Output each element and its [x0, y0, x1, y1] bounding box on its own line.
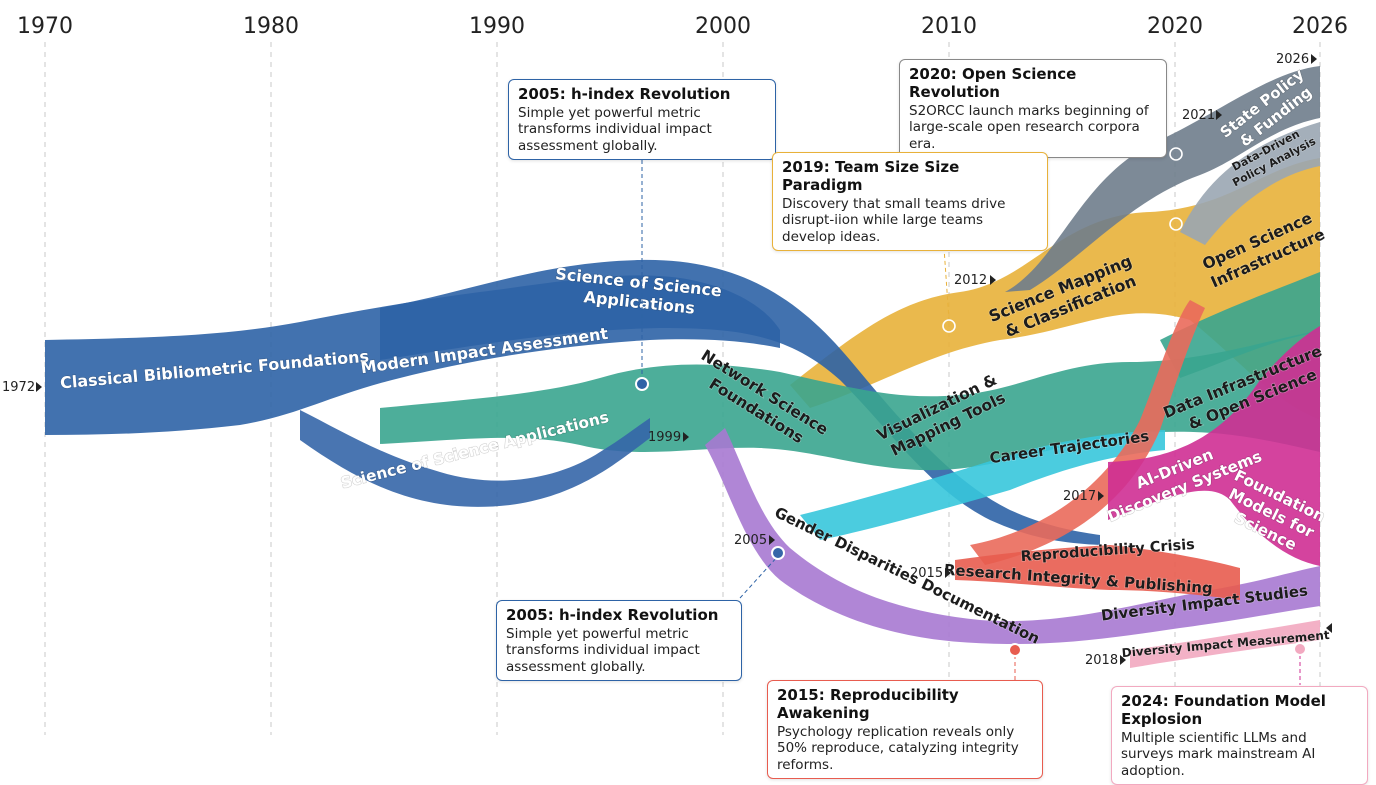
- year-label-1990: 1990: [469, 14, 525, 39]
- marker-2021-arrow: [1216, 110, 1222, 120]
- marker-2017-arrow: [1098, 491, 1104, 501]
- stream-timeline-chart: 1970 1980 1990 2000 2010 2020 2026: [2, 14, 1348, 735]
- stream-career-trajectories: [800, 430, 1165, 540]
- callout-foundation-models: 2024: Foundation Model Explosion Multipl…: [1111, 686, 1368, 785]
- year-label-2010: 2010: [921, 14, 977, 39]
- stream-data-driven-policy: [1180, 122, 1320, 245]
- callout-reproducibility-title: 2015: Reproducibility Awakening: [777, 686, 959, 722]
- event-dot-repro: [1008, 643, 1022, 657]
- marker-diversity-end-arrow: [1326, 623, 1332, 633]
- callout-hindex-top-body: Simple yet powerful metric transforms in…: [518, 105, 712, 154]
- marker-2012-arrow: [990, 275, 996, 285]
- callout-hindex-top-title: 2005: h-index Revolution: [518, 85, 731, 103]
- stream-network-visualization: [380, 330, 1320, 471]
- year-label-2000: 2000: [695, 14, 751, 39]
- callout-team-size: 2019: Team Size Size Paradigm Discovery …: [772, 152, 1048, 252]
- callout-reproducibility: 2015: Reproducibility Awakening Psycholo…: [767, 680, 1043, 780]
- year-markers: 1972 1999 2005 2012 2015 2017 2018 2021 …: [2, 52, 1332, 668]
- callout-open-science-title: 2020: Open Science Revolution: [909, 65, 1077, 101]
- streams: [45, 66, 1320, 668]
- stream-ai-foundation: [1108, 326, 1320, 566]
- stream-sos-applications-bottom: [300, 410, 650, 507]
- marker-1972-arrow: [36, 382, 42, 392]
- event-dot-foundation: [1293, 642, 1307, 656]
- marker-2018-arrow: [1120, 655, 1126, 665]
- marker-2015: 2015: [910, 566, 943, 581]
- callout-foundation-models-body: Multiple scientific LLMs and surveys mar…: [1121, 730, 1316, 779]
- event-dot-hindex-top: [635, 377, 649, 391]
- callout-hindex-bottom-title: 2005: h-index Revolution: [506, 606, 719, 624]
- callout-hindex-top: 2005: h-index Revolution Simple yet powe…: [508, 79, 776, 161]
- marker-2005-arrow: [769, 535, 775, 545]
- callout-foundation-models-title: 2024: Foundation Model Explosion: [1121, 692, 1326, 728]
- marker-1999-arrow: [683, 432, 689, 442]
- year-axis: 1970 1980 1990 2000 2010 2020 2026: [17, 14, 1348, 39]
- callout-team-size-title: 2019: Team Size Size Paradigm: [782, 158, 960, 194]
- callout-hindex-bottom-body: Simple yet powerful metric transforms in…: [506, 626, 700, 675]
- stream-reproducibility-crisis: [970, 300, 1205, 565]
- event-dot-team-size: [942, 319, 956, 333]
- connector-hindex-bottom: [739, 555, 779, 599]
- marker-1999: 1999: [648, 430, 681, 445]
- year-label-1980: 1980: [243, 14, 299, 39]
- marker-2015-arrow: [945, 568, 951, 578]
- year-label-2020: 2020: [1147, 14, 1203, 39]
- stream-research-integrity: [955, 545, 1240, 600]
- stream-state-policy: [1005, 66, 1320, 292]
- callout-open-science: 2020: Open Science Revolution S2ORCC lau…: [899, 59, 1167, 159]
- marker-2012: 2012: [954, 273, 987, 288]
- stream-data-infrastructure: [1160, 272, 1320, 378]
- callout-open-science-body: S2ORCC launch marks beginning of large-s…: [909, 103, 1149, 152]
- callout-team-size-body: Discovery that small teams drive disrupt…: [782, 196, 1006, 245]
- year-label-1970: 1970: [17, 14, 73, 39]
- callout-hindex-bottom: 2005: h-index Revolution Simple yet powe…: [496, 600, 742, 682]
- year-label-2026: 2026: [1292, 14, 1348, 39]
- marker-2017: 2017: [1063, 489, 1096, 504]
- stream-classical-modern: [45, 275, 780, 435]
- event-dot-2020-yellow: [1169, 217, 1183, 231]
- marker-2005: 2005: [734, 533, 767, 548]
- event-dot-hindex-bottom: [771, 546, 785, 560]
- marker-2021: 2021: [1182, 108, 1215, 123]
- callout-reproducibility-body: Psychology replication reveals only 50% …: [777, 724, 1019, 773]
- marker-2026-arrow: [1311, 54, 1317, 64]
- timeline-stage: 1970 1980 1990 2000 2010 2020 2026: [2, 14, 1368, 785]
- stream-diversity-measurement: [1130, 620, 1320, 668]
- marker-2026: 2026: [1276, 52, 1309, 67]
- marker-2018: 2018: [1085, 653, 1118, 668]
- marker-1972: 1972: [2, 380, 35, 395]
- event-dot-open-science: [1169, 147, 1183, 161]
